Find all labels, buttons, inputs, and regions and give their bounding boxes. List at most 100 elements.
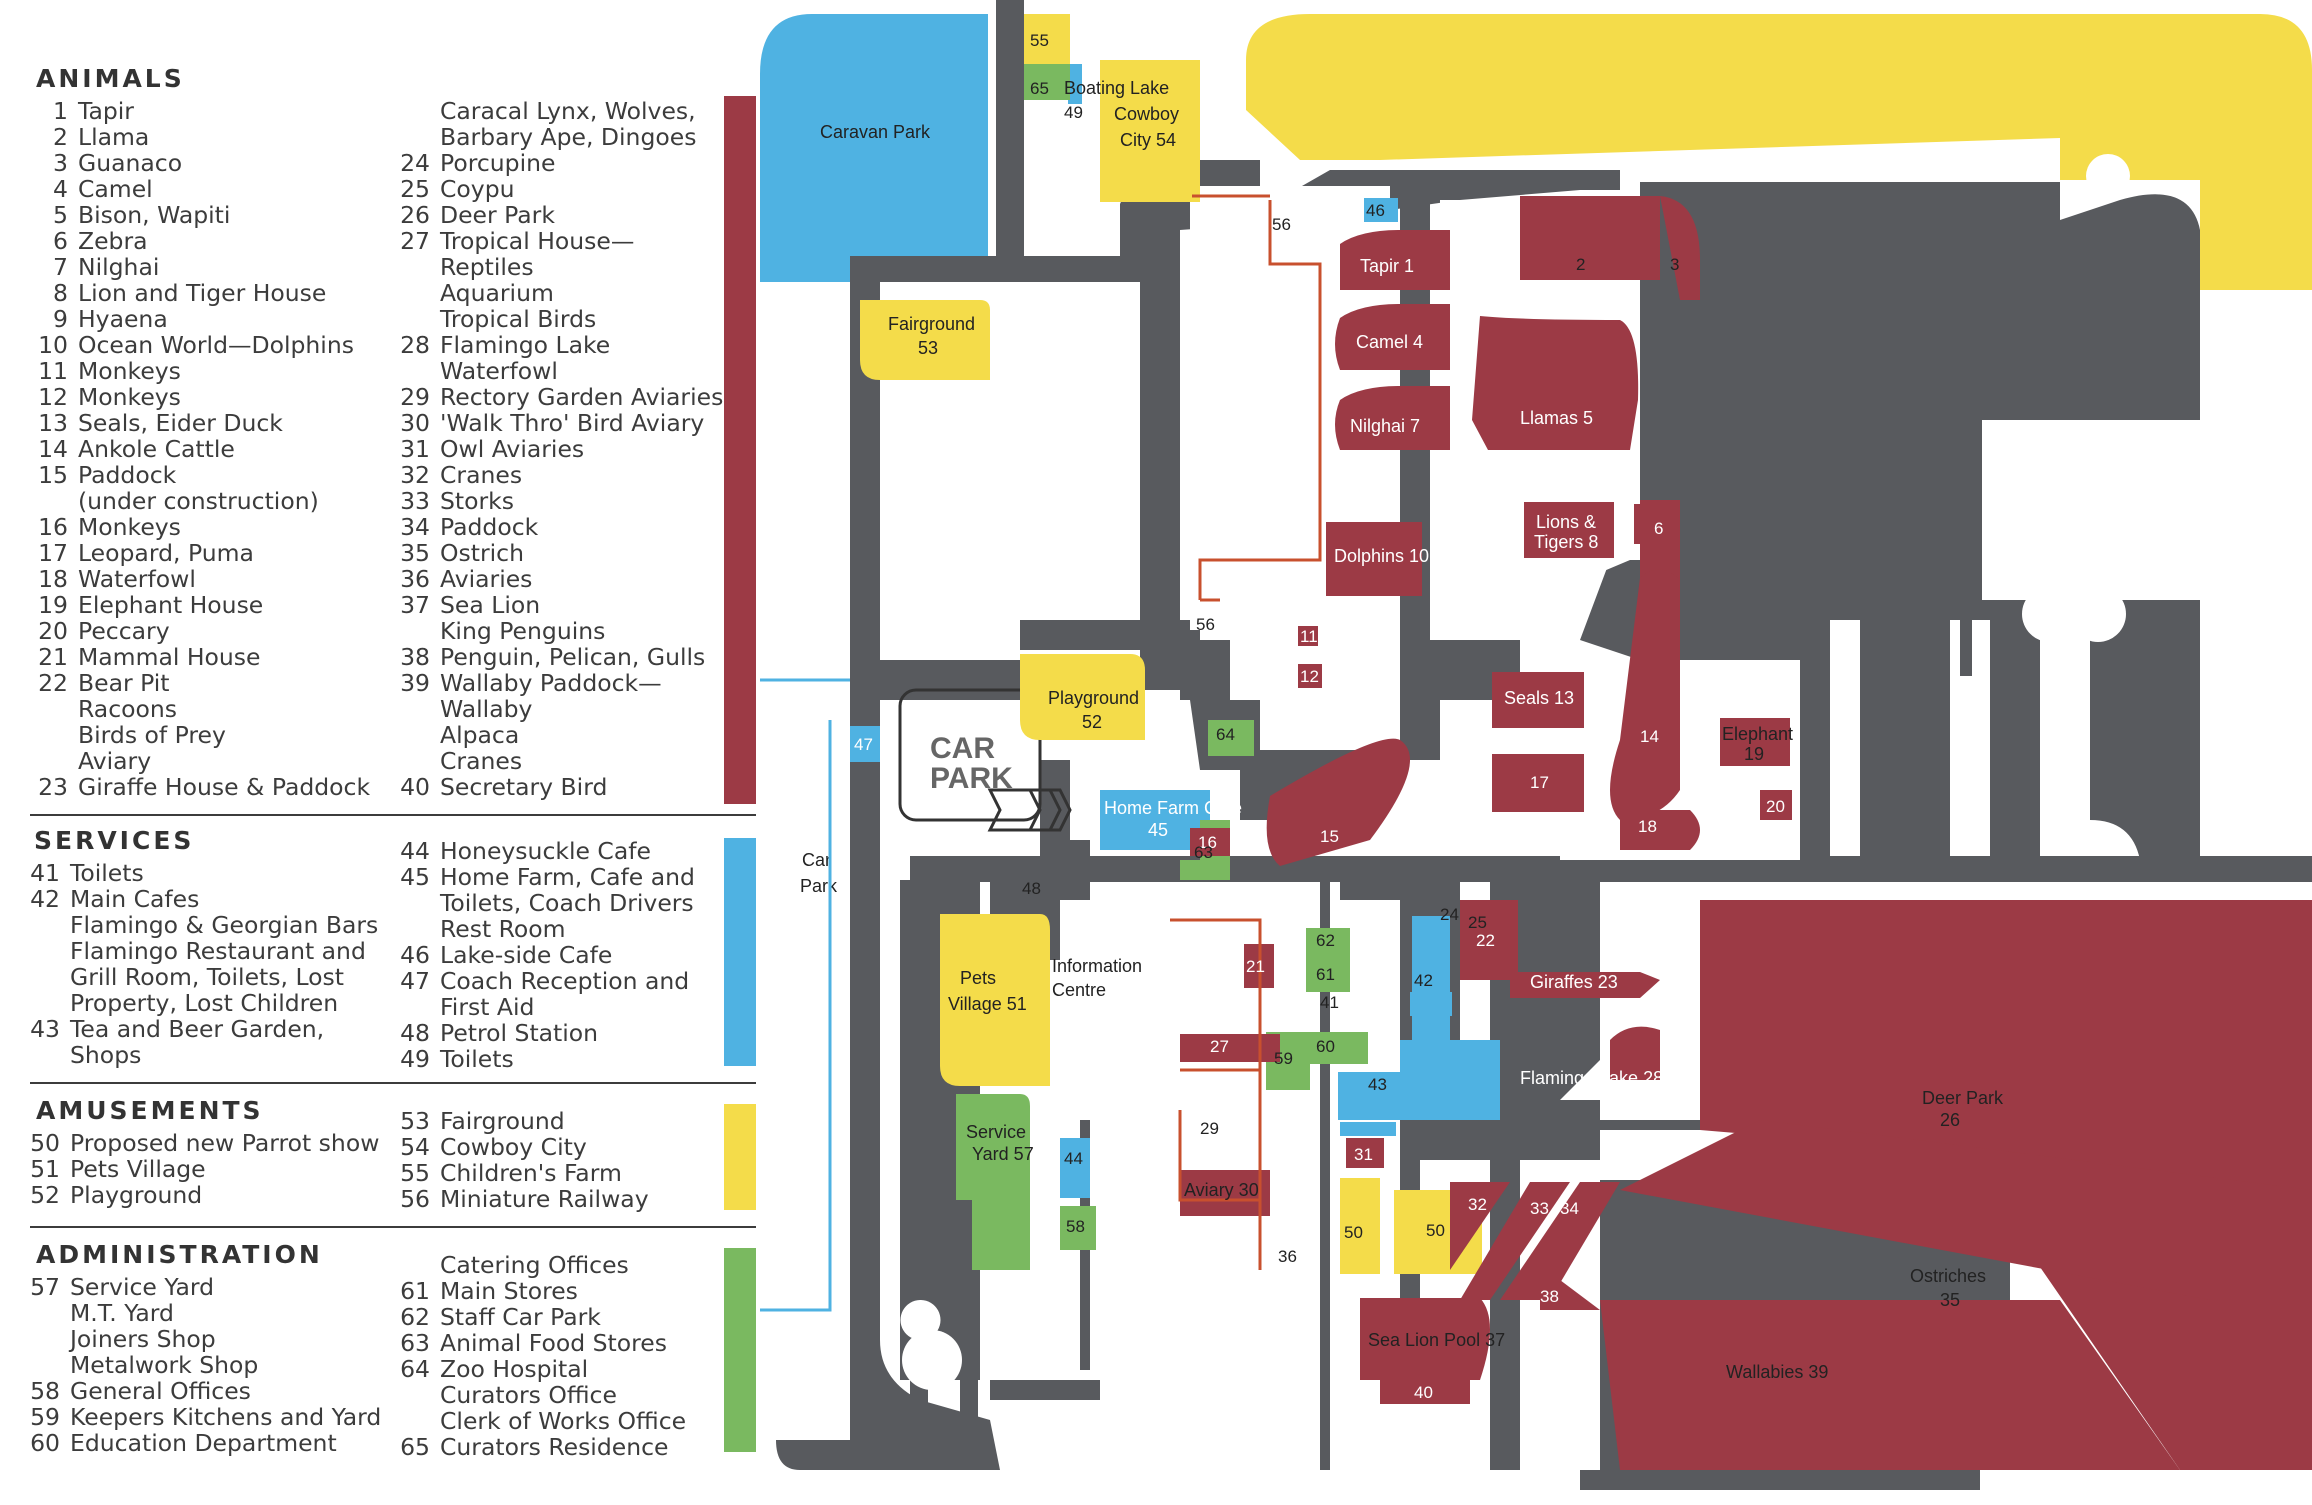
legend-entry-text: Main Cafes bbox=[70, 885, 200, 913]
legend-entry-number: 20 bbox=[38, 617, 68, 645]
services-color-key bbox=[724, 838, 756, 1066]
general-offices-58 bbox=[1060, 1206, 1096, 1250]
legend-entry-number: 35 bbox=[400, 539, 430, 567]
information-centre-label: Centre bbox=[1052, 980, 1106, 1000]
legend-entry-number: 14 bbox=[38, 435, 68, 463]
legend-entry-number: 65 bbox=[400, 1433, 430, 1461]
legend-entry-text: Hyaena bbox=[78, 305, 168, 333]
legend-entry: 65 Curators Residence bbox=[398, 1434, 668, 1460]
boating-lake-area[interactable] bbox=[1246, 14, 2312, 290]
number-27: 27 bbox=[1210, 1037, 1229, 1056]
waterfowl-18 bbox=[1620, 810, 1700, 850]
legend-entry-text: Cranes bbox=[440, 461, 523, 489]
legend-entry-text: Aviary bbox=[78, 747, 152, 775]
playground-label: Playground bbox=[1048, 688, 1139, 708]
legend-entry: Aquarium bbox=[398, 280, 554, 306]
legend-entry-text: Peccary bbox=[78, 617, 170, 645]
number-62: 62 bbox=[1316, 931, 1335, 950]
legend-entry-text: Seals, Eider Duck bbox=[78, 409, 283, 437]
legend-entry-text: Home Farm, Cafe and bbox=[440, 863, 695, 891]
lion-tiger-house-8 bbox=[1524, 502, 1614, 558]
car-park-arrow-icon bbox=[1027, 788, 1072, 832]
legend-entry-text: Coypu bbox=[440, 175, 515, 203]
service-yard-57 bbox=[956, 1094, 1030, 1270]
legend-entry: Toilets, Coach Drivers bbox=[398, 890, 694, 916]
legend-entry-text: Curators Office bbox=[440, 1381, 617, 1409]
leopard-puma-17 bbox=[1492, 754, 1584, 812]
legend-entry: Rest Room bbox=[398, 916, 566, 942]
number-61: 61 bbox=[1316, 965, 1335, 984]
legend-entry-text: Flamingo Lake bbox=[440, 331, 611, 359]
lions-label: Tigers 8 bbox=[1534, 532, 1598, 552]
number-41: 41 bbox=[1320, 993, 1339, 1012]
number-24: 24 bbox=[1440, 905, 1459, 924]
caravan-park-area[interactable] bbox=[760, 14, 988, 282]
number-49: 49 bbox=[1064, 103, 1083, 122]
seals-13 bbox=[1492, 672, 1584, 728]
legend-entry-text: Camel bbox=[78, 175, 153, 203]
legend-entry: (under construction) bbox=[36, 488, 319, 514]
number-11: 11 bbox=[1300, 627, 1318, 646]
legend-entry-number: 9 bbox=[53, 305, 68, 333]
cowboy-city-area bbox=[1100, 60, 1200, 202]
number-29: 29 bbox=[1200, 1119, 1219, 1138]
camel-label: Camel 4 bbox=[1356, 332, 1423, 352]
legend-entry-text: Clerk of Works Office bbox=[440, 1407, 687, 1435]
legend-entry-number: 7 bbox=[53, 253, 68, 281]
deer-park-number: 26 bbox=[1940, 1110, 1960, 1130]
legend-entry: Joiners Shop bbox=[28, 1326, 216, 1352]
number-14: 14 bbox=[1640, 727, 1659, 746]
legend-entry-text: Penguin, Pelican, Gulls bbox=[440, 643, 706, 671]
legend-entry-text: Mammal House bbox=[78, 643, 261, 671]
legend-entry-text: Monkeys bbox=[78, 383, 181, 411]
caravan-park-label: Caravan Park bbox=[820, 122, 931, 142]
penguin-pelican-38 bbox=[1540, 1280, 1600, 1310]
legend-entry-number: 19 bbox=[38, 591, 68, 619]
number-32: 32 bbox=[1468, 1195, 1487, 1214]
legend-entry-text: Lake-side Cafe bbox=[440, 941, 613, 969]
legend-entry: 20 Peccary bbox=[36, 618, 170, 644]
tea-garden-43 bbox=[1338, 1040, 1500, 1120]
amusements-heading: AMUSEMENTS bbox=[36, 1096, 264, 1125]
amusements-color-key bbox=[724, 1104, 756, 1210]
legend-entry: Property, Lost Children bbox=[28, 990, 338, 1016]
home-farm-cafe-number: 45 bbox=[1148, 820, 1168, 840]
number-22: 22 bbox=[1476, 931, 1495, 950]
legend-entry-text: Toilets bbox=[440, 1045, 514, 1073]
legend-entry-text: Metalwork Shop bbox=[70, 1351, 259, 1379]
animals-color-key bbox=[724, 96, 756, 804]
administration-heading: ADMINISTRATION bbox=[36, 1240, 323, 1269]
secretary-bird-40 bbox=[1380, 1380, 1470, 1404]
legend-entry: Flamingo Restaurant and bbox=[28, 938, 366, 964]
pets-village-area bbox=[940, 914, 1050, 1086]
legend-entry-text: Miniature Railway bbox=[440, 1185, 649, 1213]
elephant-number: 19 bbox=[1744, 744, 1764, 764]
legend-entry: Aviary bbox=[36, 748, 151, 774]
legend-entry-number: 39 bbox=[400, 669, 430, 697]
legend-entry: First Aid bbox=[398, 994, 534, 1020]
legend-entry-text: Fairground bbox=[440, 1107, 565, 1135]
legend-entry-text: Curators Residence bbox=[440, 1433, 669, 1461]
